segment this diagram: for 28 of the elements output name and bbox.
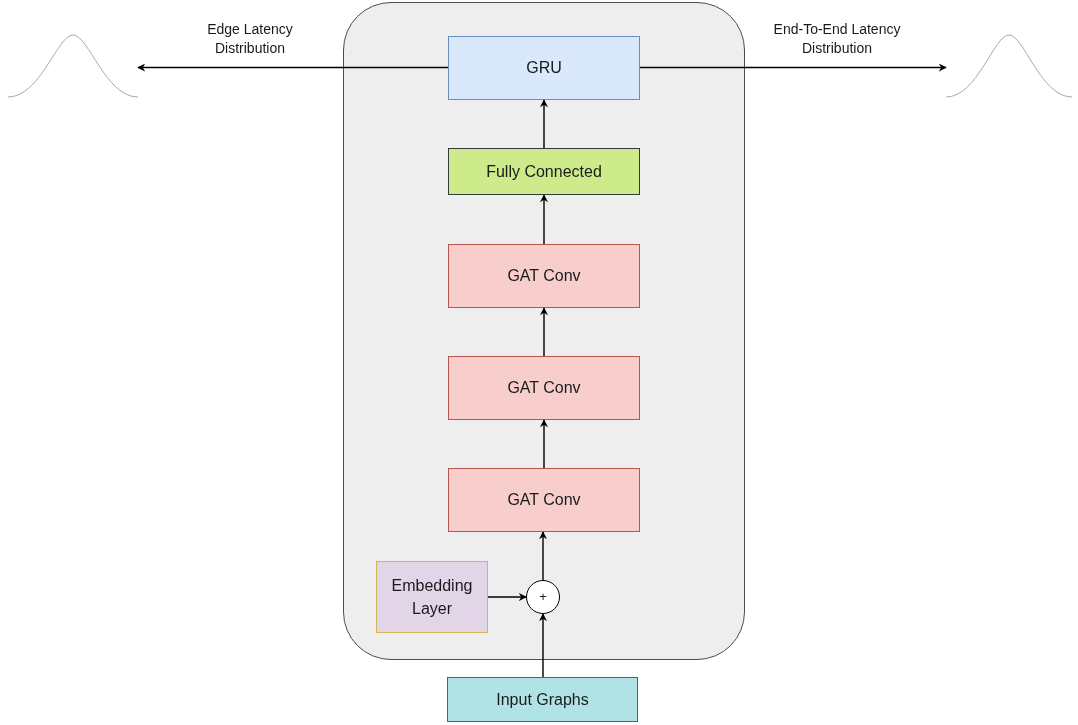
node-label: GAT Conv <box>507 266 581 287</box>
arrow <box>487 593 527 601</box>
node-label: Input Graphs <box>496 689 589 710</box>
arrow <box>639 63 947 72</box>
arrow <box>539 613 547 678</box>
arrow <box>540 419 548 469</box>
arrow <box>540 194 548 245</box>
arrow <box>539 531 547 581</box>
node-label: + <box>539 587 547 606</box>
bell-curve-drawing <box>8 33 138 99</box>
arrow <box>540 307 548 357</box>
node-label: Embedding Layer <box>390 575 474 619</box>
node-label: GRU <box>526 58 562 79</box>
layer-box <box>376 561 488 633</box>
node-label: GAT Conv <box>507 490 581 511</box>
layer-box <box>448 468 640 532</box>
model-container <box>343 2 745 660</box>
bell-curve-drawing <box>946 33 1072 99</box>
layer-box <box>448 356 640 420</box>
node-label: Fully Connected <box>486 161 602 182</box>
sum-circle <box>526 580 560 614</box>
layer-box <box>448 244 640 308</box>
layer-box <box>448 148 640 195</box>
layer-box <box>447 677 638 722</box>
arrow <box>540 99 548 149</box>
node-label: GAT Conv <box>507 378 581 399</box>
arrow <box>137 63 449 72</box>
layer-box <box>448 36 640 100</box>
